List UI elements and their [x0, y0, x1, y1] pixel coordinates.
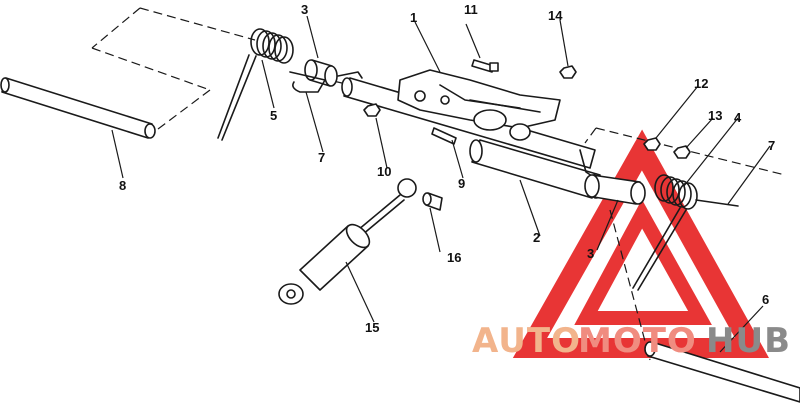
watermark-hub: HUB — [706, 321, 791, 361]
watermark-logo-text: AUTO MOTO HUB — [472, 321, 791, 361]
part-6-rod — [644, 341, 800, 403]
callout-label: 9 — [458, 176, 465, 191]
leader-lines — [111, 15, 771, 353]
callout-label: 5 — [270, 108, 277, 123]
watermark-moto: MOTO — [578, 321, 697, 361]
callout-labels: 1 2 3 3 4 5 6 7 7 8 9 10 11 12 13 14 15 … — [119, 2, 775, 335]
callout-label: 13 — [708, 108, 722, 123]
callout-label: 16 — [447, 250, 461, 265]
part-5-spring — [217, 28, 294, 141]
watermark-triangle — [512, 129, 769, 358]
part-8-rod — [0, 77, 156, 139]
part-3-bushing-left — [304, 59, 363, 87]
callout-label: 14 — [548, 8, 563, 23]
callout-label: 1 — [410, 10, 417, 25]
callout-label: 11 — [464, 2, 478, 17]
part-16-clevis — [397, 178, 443, 211]
callout-label: 7 — [318, 150, 325, 165]
part-7-link-left — [289, 71, 326, 93]
part-4-spring — [632, 174, 739, 291]
watermark-auto: AUTO — [472, 321, 581, 361]
part-3-bushing-right — [584, 174, 646, 205]
callout-label: 15 — [365, 320, 379, 335]
callout-label: 10 — [377, 164, 391, 179]
callout-label: 8 — [119, 178, 126, 193]
part-15-damper — [278, 194, 405, 305]
callout-label: 12 — [694, 76, 708, 91]
hardware — [363, 59, 691, 159]
callout-label: 3 — [587, 246, 594, 261]
callout-label: 3 — [301, 2, 308, 17]
callout-label: 6 — [762, 292, 769, 307]
alignment-lines — [91, 7, 786, 361]
callout-label: 4 — [734, 110, 742, 125]
callout-label: 7 — [768, 138, 775, 153]
part-1-bracket — [397, 69, 593, 177]
callout-label: 2 — [533, 230, 540, 245]
